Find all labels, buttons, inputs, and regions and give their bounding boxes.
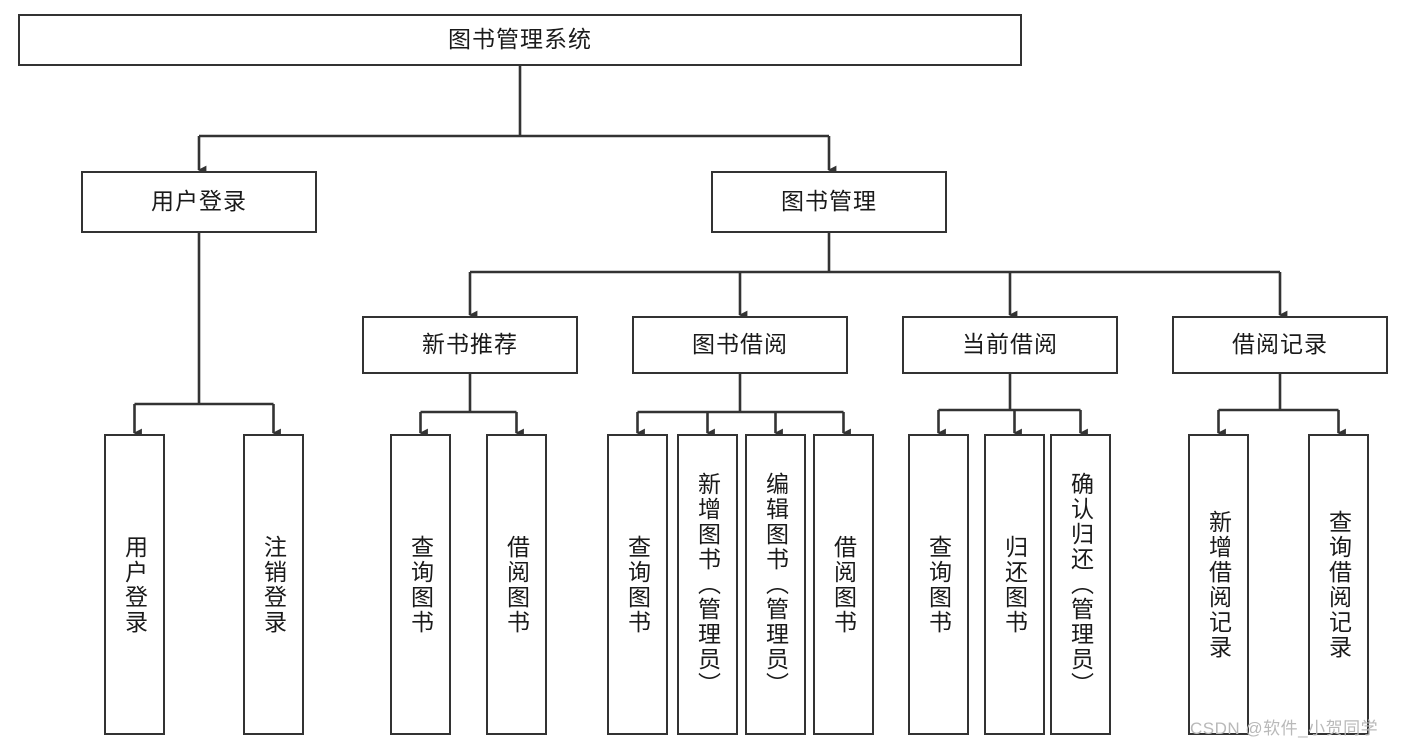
csdn-watermark: CSDN @软件_小贺同学	[1190, 719, 1379, 738]
node-label: 编辑图书（管理员）	[762, 472, 789, 697]
node-label: 新增图书（管理员）	[694, 472, 721, 697]
node-current-borrow[interactable]: 当前借阅	[902, 316, 1118, 374]
node-leaf-query-book-2[interactable]: 查询图书	[607, 434, 668, 735]
node-label: 借阅图书	[503, 534, 530, 635]
node-leaf-user-login[interactable]: 用户登录	[104, 434, 165, 735]
node-leaf-borrow-book-1[interactable]: 借阅图书	[486, 434, 547, 735]
node-label: 查询图书	[407, 534, 434, 635]
node-label: 图书管理系统	[448, 26, 592, 53]
node-book-manage[interactable]: 图书管理	[711, 171, 947, 233]
node-leaf-query-record[interactable]: 查询借阅记录	[1308, 434, 1369, 735]
node-leaf-query-book-1[interactable]: 查询图书	[390, 434, 451, 735]
node-leaf-borrow-book-2[interactable]: 借阅图书	[813, 434, 874, 735]
node-label: 查询图书	[624, 534, 651, 635]
node-label: 用户登录	[121, 534, 148, 635]
node-leaf-edit-book[interactable]: 编辑图书（管理员）	[745, 434, 806, 735]
node-label: 借阅图书	[830, 534, 857, 635]
node-label: 新增借阅记录	[1205, 509, 1232, 660]
node-borrow-record[interactable]: 借阅记录	[1172, 316, 1388, 374]
node-label: 图书管理	[781, 188, 877, 215]
node-leaf-return-book[interactable]: 归还图书	[984, 434, 1045, 735]
node-label: 用户登录	[151, 188, 247, 215]
node-label: 当前借阅	[962, 331, 1058, 358]
node-root[interactable]: 图书管理系统	[18, 14, 1022, 66]
node-leaf-confirm-return[interactable]: 确认归还（管理员）	[1050, 434, 1111, 735]
node-label: 查询图书	[925, 534, 952, 635]
node-label: 图书借阅	[692, 331, 788, 358]
node-leaf-query-book-3[interactable]: 查询图书	[908, 434, 969, 735]
node-label: 借阅记录	[1232, 331, 1328, 358]
node-leaf-add-record[interactable]: 新增借阅记录	[1188, 434, 1249, 735]
node-leaf-logout[interactable]: 注销登录	[243, 434, 304, 735]
node-label: 注销登录	[260, 534, 287, 635]
node-book-borrow[interactable]: 图书借阅	[632, 316, 848, 374]
node-leaf-add-book[interactable]: 新增图书（管理员）	[677, 434, 738, 735]
node-label: 新书推荐	[422, 331, 518, 358]
node-label: 归还图书	[1001, 534, 1028, 635]
node-new-book-rec[interactable]: 新书推荐	[362, 316, 578, 374]
node-label: 查询借阅记录	[1325, 509, 1352, 660]
node-label: 确认归还（管理员）	[1067, 472, 1094, 697]
node-user-login[interactable]: 用户登录	[81, 171, 317, 233]
